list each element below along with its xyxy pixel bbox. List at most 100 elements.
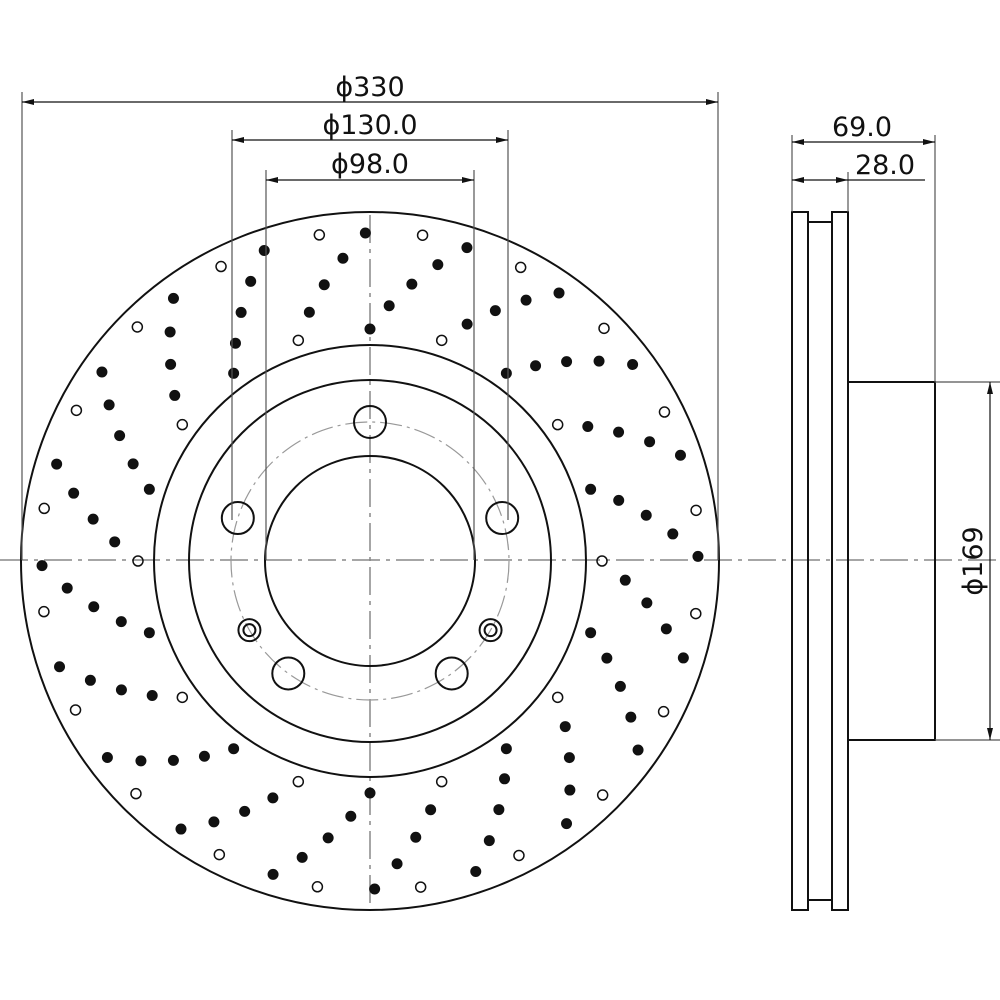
drill-hole: [660, 623, 672, 635]
drill-hole: [228, 367, 240, 379]
drill-hole: [493, 804, 505, 816]
drill-hole: [364, 323, 376, 335]
drill-hole: [143, 483, 155, 495]
drill-hole: [619, 574, 631, 586]
drill-holes: [36, 227, 704, 895]
drill-hole: [470, 865, 482, 877]
drill-hole: [391, 858, 403, 870]
vent-hole: [514, 261, 527, 274]
drill-hole: [229, 337, 241, 349]
drill-hole: [582, 420, 594, 432]
drill-hole: [101, 752, 113, 764]
drill-hole: [499, 773, 511, 785]
drill-hole: [198, 750, 210, 762]
drill-hole: [337, 252, 349, 264]
vent-hole: [596, 555, 608, 567]
outer-rim: [20, 211, 720, 911]
drill-hole: [613, 426, 625, 438]
thickness-label: 28.0: [855, 150, 915, 181]
drill-hole: [61, 582, 73, 594]
drill-hole: [641, 597, 653, 609]
drill-hole: [530, 360, 542, 372]
bolt-hole: [271, 656, 306, 691]
drill-hole: [410, 831, 422, 843]
vent-hole: [598, 322, 610, 335]
front-dimensions: [21, 92, 719, 560]
drill-hole: [585, 627, 597, 639]
center-bore: [264, 455, 476, 667]
drill-hole: [267, 792, 279, 804]
front-view: [20, 211, 720, 911]
vent-hole: [130, 787, 142, 800]
drill-hole: [561, 356, 573, 368]
drill-hole: [51, 458, 63, 470]
friction-ring-inner-edge: [153, 344, 587, 778]
drill-hole: [614, 680, 626, 692]
drill-hole: [115, 616, 127, 628]
drill-hole: [564, 784, 576, 796]
drill-hole: [369, 883, 381, 895]
hub-outer-edge: [188, 379, 552, 743]
drill-hole: [563, 752, 575, 764]
drill-hole: [167, 754, 179, 766]
drill-hole: [461, 242, 473, 254]
drill-hole: [553, 287, 565, 299]
vent-hole: [513, 849, 525, 862]
vent-hole: [132, 555, 144, 567]
bolt-hole: [220, 501, 255, 536]
vent-hole: [292, 334, 305, 347]
drill-hole: [235, 306, 247, 318]
drill-hole: [318, 279, 330, 291]
drill-hole: [432, 259, 444, 271]
drill-hole: [114, 430, 126, 442]
bolt-holes: [220, 405, 520, 691]
bolt-circle-label: ϕ130.0: [322, 110, 417, 141]
drill-hole: [54, 661, 66, 673]
threaded-hole-inner: [483, 623, 498, 638]
drill-hole: [267, 868, 279, 880]
vent-hole: [313, 229, 326, 241]
drill-hole: [359, 227, 371, 239]
vent-hole: [69, 704, 82, 716]
drill-hole: [561, 818, 573, 830]
drill-hole: [632, 744, 644, 756]
drill-hole: [593, 355, 605, 367]
vent-hole: [435, 334, 448, 347]
drill-hole: [640, 509, 652, 521]
drill-hole: [245, 275, 257, 287]
drill-hole: [625, 711, 637, 723]
drill-hole: [165, 358, 177, 370]
drill-hole: [296, 851, 308, 863]
total-height-label: 69.0: [832, 112, 892, 143]
drill-hole: [627, 358, 639, 370]
vent-hole: [176, 418, 189, 431]
bolt-hole: [434, 656, 469, 691]
vent-hole: [657, 705, 670, 718]
drill-hole: [559, 721, 571, 733]
drill-hole: [228, 743, 240, 755]
vent-hole: [131, 321, 144, 333]
drill-hole: [87, 513, 99, 525]
drill-hole: [500, 743, 512, 755]
disc-profile: [791, 211, 809, 911]
drill-hole: [613, 494, 625, 506]
vent-hole: [414, 881, 427, 893]
drill-hole: [483, 835, 495, 847]
drill-hole: [258, 245, 270, 257]
vent-hole: [416, 229, 429, 241]
drill-hole: [109, 536, 121, 548]
vent-hole: [690, 607, 702, 620]
drill-hole: [84, 674, 96, 686]
drill-hole: [36, 560, 48, 572]
vent-hole: [551, 418, 564, 431]
threaded-hole: [237, 618, 262, 643]
drill-hole: [103, 399, 115, 411]
bolt-hole: [485, 501, 520, 536]
drill-hole: [146, 690, 158, 702]
drill-hole: [520, 294, 532, 306]
drill-hole: [345, 810, 357, 822]
vent-hole: [38, 502, 50, 515]
threaded-hole: [478, 618, 503, 643]
vent-hole: [435, 775, 448, 788]
